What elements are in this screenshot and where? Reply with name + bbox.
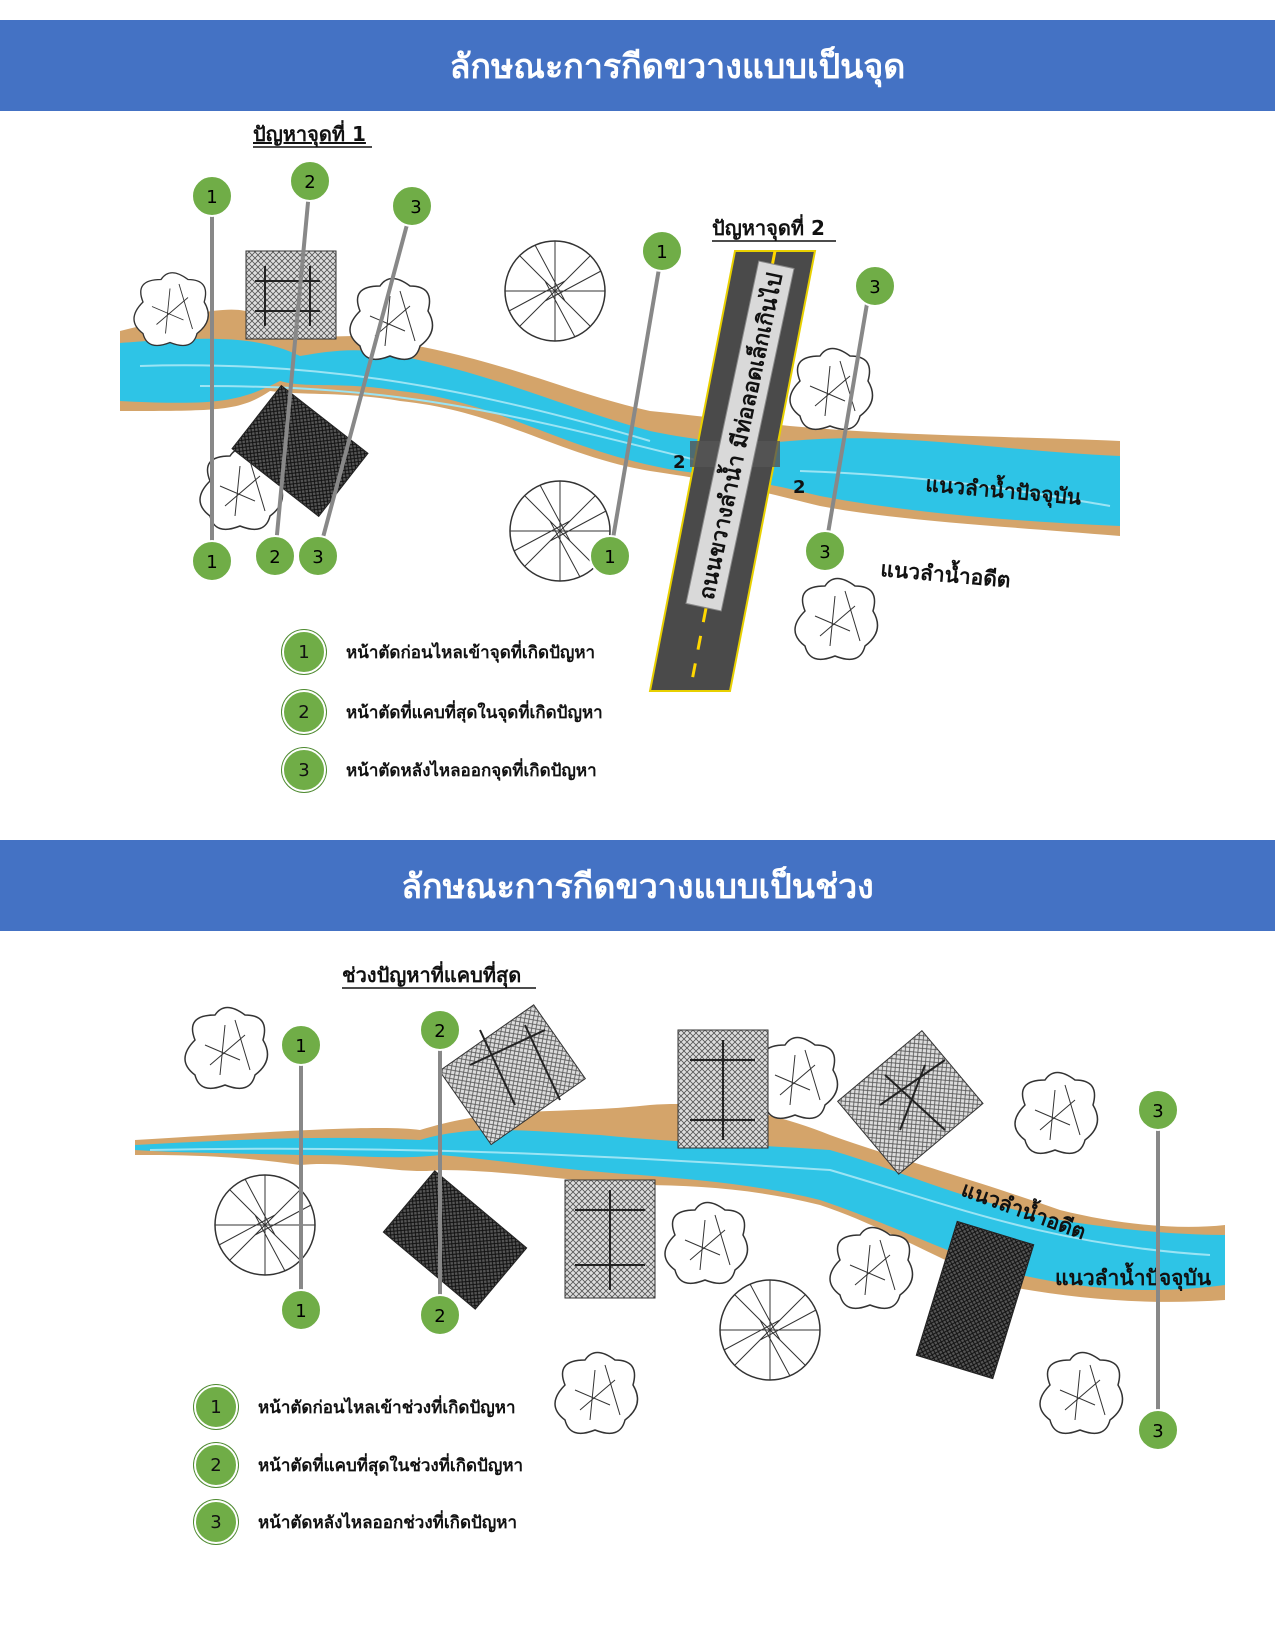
section-marker-2: 2 bbox=[419, 1009, 461, 1051]
legend-item: 1 หน้าตัดก่อนไหลเข้าจุดที่เกิดปัญหา bbox=[282, 630, 595, 674]
building-icon bbox=[438, 1004, 587, 1146]
legend-text: หน้าตัดหลังไหลออกช่วงที่เกิดปัญหา bbox=[258, 1512, 518, 1533]
legend-item: 2 หน้าตัดที่แคบที่สุดในช่วงที่เกิดปัญหา bbox=[194, 1443, 523, 1487]
legend-marker: 3 bbox=[282, 748, 326, 792]
legend-item: 3 หน้าตัดหลังไหลออกจุดที่เกิดปัญหา bbox=[282, 748, 597, 792]
legend-marker: 2 bbox=[194, 1443, 238, 1487]
svg-text:3: 3 bbox=[1152, 1421, 1163, 1442]
legend-text: หน้าตัดที่แคบที่สุดในช่วงที่เกิดปัญหา bbox=[258, 1455, 524, 1476]
svg-text:3: 3 bbox=[869, 277, 880, 298]
section-marker-1: 1 bbox=[191, 175, 233, 217]
past-channel-label: แนวลำน้ำอดีต bbox=[880, 553, 1012, 592]
tree-icon bbox=[719, 1279, 821, 1381]
building-icon bbox=[382, 1170, 528, 1310]
svg-text:2: 2 bbox=[434, 1306, 445, 1327]
legend-item: 1 หน้าตัดก่อนไหลเข้าช่วงที่เกิดปัญหา bbox=[194, 1385, 516, 1429]
section-marker-1: 1 bbox=[641, 230, 683, 272]
current-channel-label: แนวลำน้ำปัจจุบัน bbox=[1055, 1262, 1212, 1292]
svg-text:2: 2 bbox=[269, 547, 280, 568]
legend-item: 2 หน้าตัดที่แคบที่สุดในจุดที่เกิดปัญหา bbox=[282, 690, 603, 734]
building-icon bbox=[231, 384, 369, 518]
tree-icon bbox=[554, 1351, 639, 1435]
svg-text:3: 3 bbox=[312, 547, 323, 568]
svg-text:3: 3 bbox=[1152, 1101, 1163, 1122]
legend-marker: 1 bbox=[282, 630, 326, 674]
legend-text: หน้าตัดหลังไหลออกจุดที่เกิดปัญหา bbox=[346, 760, 597, 781]
pipe-mark: 2 bbox=[793, 477, 806, 498]
svg-text:3: 3 bbox=[410, 197, 421, 218]
tree-icon bbox=[1039, 1351, 1124, 1435]
svg-text:2: 2 bbox=[304, 172, 315, 193]
tree-icon bbox=[789, 347, 874, 431]
point-obstruction-diagram: ถนนขวางลำน้ำ มีท่อลอดเล็กเกินไป 2 2 ปัญห… bbox=[120, 119, 1120, 692]
svg-text:1: 1 bbox=[206, 187, 217, 208]
problem1-title: ปัญหาจุดที่ 1 bbox=[253, 119, 366, 147]
tree-icon bbox=[829, 1226, 914, 1310]
section2-banner: ลักษณะการกีดขวางแบบเป็นช่วง bbox=[0, 840, 1275, 931]
section-marker-1: 1 bbox=[191, 540, 233, 582]
legend-text: หน้าตัดก่อนไหลเข้าช่วงที่เกิดปัญหา bbox=[258, 1397, 516, 1418]
section1-title: ลักษณะการกีดขวางแบบเป็นจุด bbox=[449, 46, 906, 87]
legend-marker: 2 bbox=[282, 690, 326, 734]
section-marker-3: 3 bbox=[297, 535, 339, 577]
svg-text:3: 3 bbox=[819, 542, 830, 563]
legend-text: หน้าตัดก่อนไหลเข้าจุดที่เกิดปัญหา bbox=[346, 642, 596, 663]
svg-text:2: 2 bbox=[434, 1021, 445, 1042]
section-marker-3: 3 bbox=[1137, 1089, 1179, 1131]
section-marker-1: 1 bbox=[280, 1289, 322, 1331]
section-marker-3: 3 bbox=[854, 265, 896, 307]
svg-text:1: 1 bbox=[295, 1036, 306, 1057]
section-marker-3: 3 bbox=[804, 530, 846, 572]
building-icon bbox=[245, 250, 337, 340]
section-marker-3: 3 bbox=[1137, 1409, 1179, 1451]
pipe-mark: 2 bbox=[673, 452, 686, 473]
tree-icon bbox=[184, 1006, 269, 1090]
svg-text:1: 1 bbox=[206, 552, 217, 573]
svg-text:1: 1 bbox=[604, 547, 615, 568]
section-marker-1: 1 bbox=[589, 535, 631, 577]
tree-icon bbox=[1014, 1071, 1099, 1155]
narrow-reach-title: ช่วงปัญหาที่แคบที่สุด bbox=[342, 960, 521, 988]
tree-icon bbox=[664, 1201, 749, 1285]
problem2-title: ปัญหาจุดที่ 2 bbox=[712, 213, 825, 241]
reach-obstruction-diagram: ช่วงปัญหาที่แคบที่สุด แนวลำน้ำอดีต แนวลำ… bbox=[135, 960, 1225, 1451]
tree-icon bbox=[133, 272, 209, 347]
section2-title: ลักษณะการกีดขวางแบบเป็นช่วง bbox=[401, 866, 874, 907]
svg-text:1: 1 bbox=[656, 242, 667, 263]
section-marker-3: 3 bbox=[391, 185, 433, 227]
legend-item: 3 หน้าตัดหลังไหลออกช่วงที่เกิดปัญหา bbox=[194, 1500, 517, 1544]
section-marker-2: 2 bbox=[289, 160, 331, 202]
legend-text: หน้าตัดที่แคบที่สุดในจุดที่เกิดปัญหา bbox=[346, 702, 603, 723]
section-marker-2: 2 bbox=[419, 1294, 461, 1336]
svg-text:1: 1 bbox=[295, 1301, 306, 1322]
tree-icon bbox=[794, 577, 879, 661]
section1-banner: ลักษณะการกีดขวางแบบเป็นจุด bbox=[0, 20, 1275, 111]
tree-icon bbox=[504, 240, 606, 342]
section-marker-1: 1 bbox=[280, 1024, 322, 1066]
section-marker-2: 2 bbox=[254, 535, 296, 577]
legend-marker: 1 bbox=[194, 1385, 238, 1429]
legend-marker: 3 bbox=[194, 1500, 238, 1544]
building-icon bbox=[915, 1220, 1035, 1380]
